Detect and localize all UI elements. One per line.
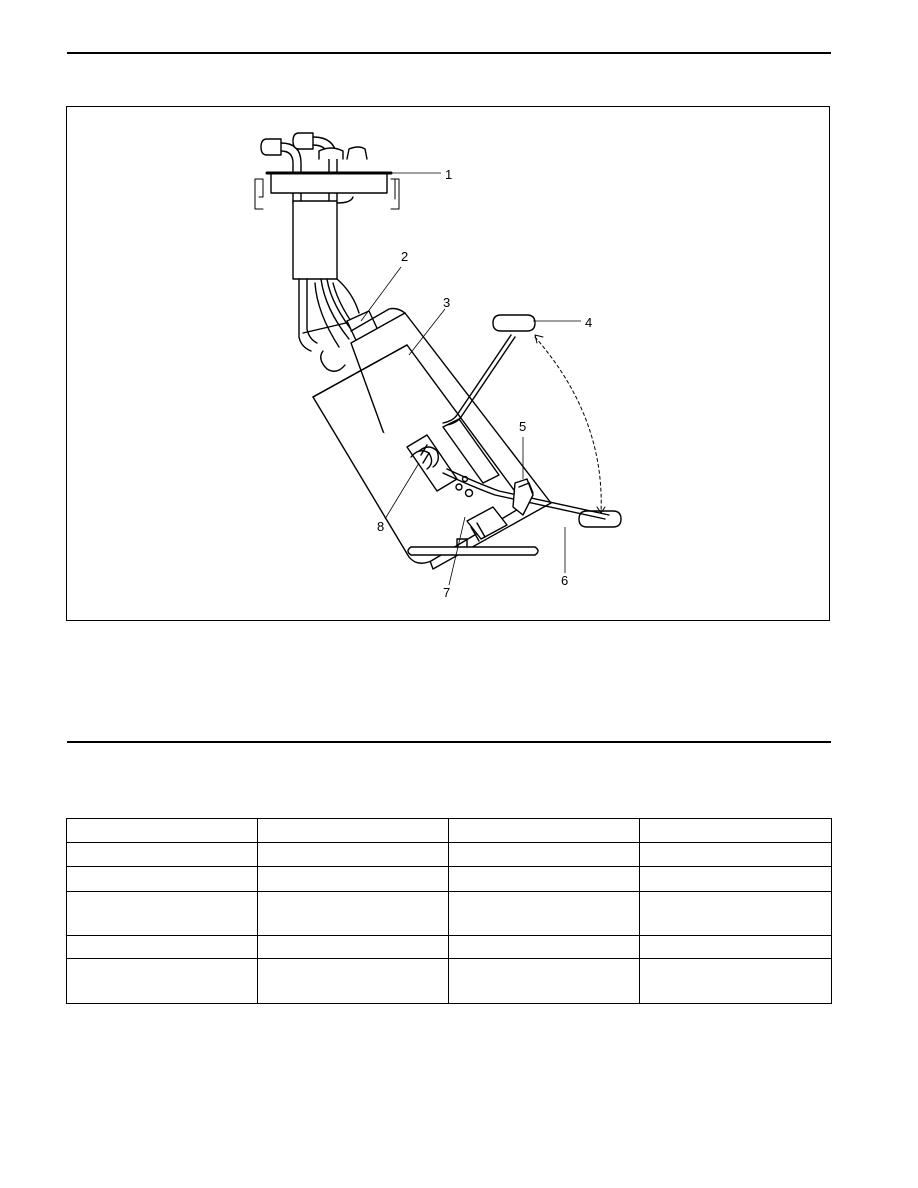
- table-row: [66, 842, 832, 867]
- table-cell: [639, 935, 832, 959]
- table-cell: [66, 866, 258, 892]
- table-cell: [257, 958, 449, 1004]
- table-cell: [66, 958, 258, 1004]
- callout-5: 5: [519, 419, 526, 434]
- callout-7: 7: [443, 585, 450, 600]
- table-cell: [448, 818, 640, 843]
- section-rule: [67, 741, 831, 743]
- table-cell: [639, 891, 832, 936]
- table-row: [66, 958, 832, 1004]
- table-cell: [257, 842, 449, 867]
- table-cell: [66, 818, 258, 843]
- table-row: [66, 891, 832, 936]
- callout-1: 1: [445, 167, 452, 182]
- table-row: [66, 935, 832, 959]
- table-cell: [639, 818, 832, 843]
- fuel-pump-module-figure: 1 2 3 4 5 6 7 8: [66, 106, 830, 621]
- table-cell: [639, 842, 832, 867]
- table-cell: [257, 818, 449, 843]
- table-cell: [448, 842, 640, 867]
- table-cell: [448, 891, 640, 936]
- table-cell: [448, 935, 640, 959]
- table-cell: [66, 935, 258, 959]
- table-cell: [448, 958, 640, 1004]
- table-row: [66, 866, 832, 892]
- spec-table: [66, 818, 832, 1004]
- table-cell: [448, 866, 640, 892]
- callout-3: 3: [443, 295, 450, 310]
- table-cell: [66, 891, 258, 936]
- table-cell: [66, 842, 258, 867]
- header-rule: [67, 52, 831, 54]
- table-cell: [257, 891, 449, 936]
- callout-4: 4: [585, 315, 592, 330]
- table-row: [66, 818, 832, 843]
- table-cell: [257, 935, 449, 959]
- fuel-pump-illustration: 1 2 3 4 5 6 7 8: [254, 132, 622, 600]
- table-cell: [639, 958, 832, 1004]
- table-cell: [639, 866, 832, 892]
- callout-8: 8: [377, 519, 384, 534]
- table-cell: [257, 866, 449, 892]
- callout-2: 2: [401, 249, 408, 264]
- callout-6: 6: [561, 573, 568, 588]
